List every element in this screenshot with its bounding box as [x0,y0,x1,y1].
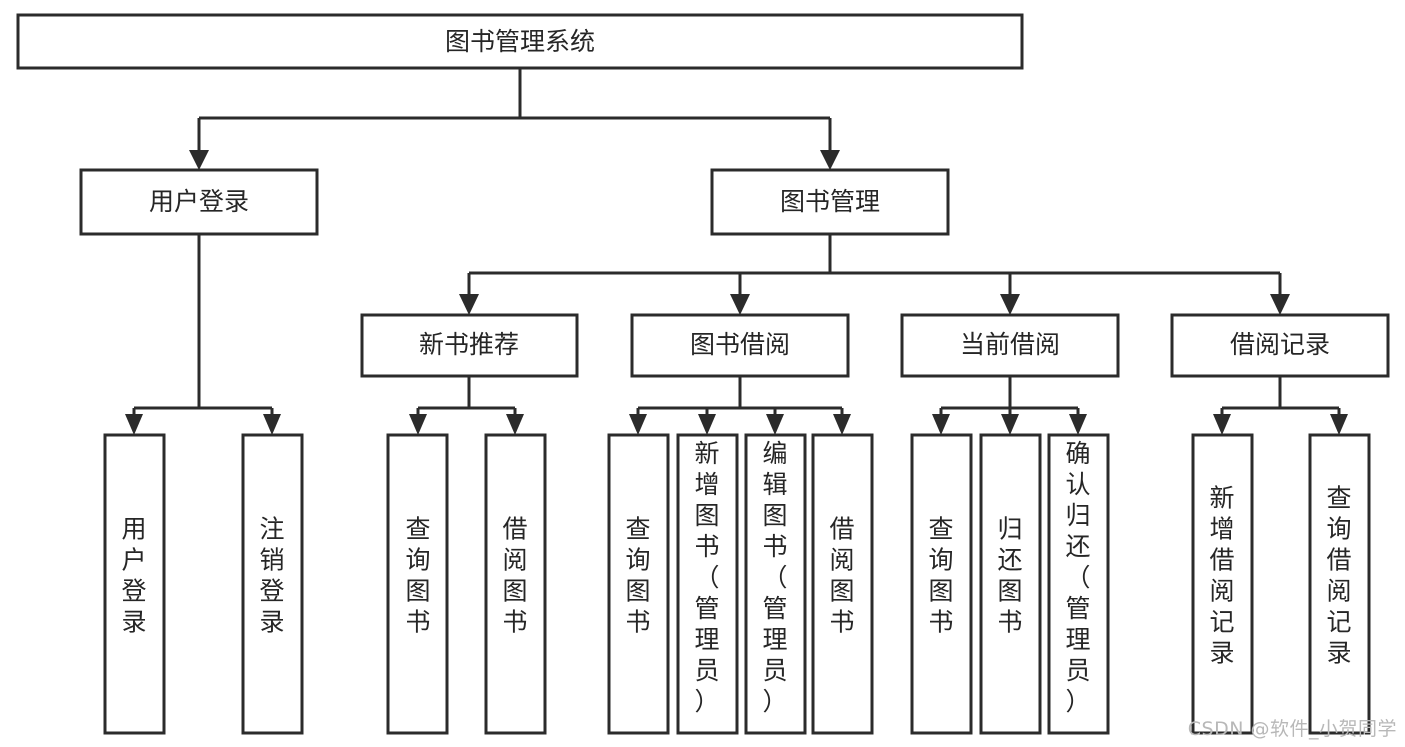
leaf-box[interactable] [676,433,739,735]
arrow-head-leaf-7 [833,414,851,435]
arrow-head-leaf-12 [1330,414,1348,435]
node-current-borrow[interactable]: 当前借阅 [900,313,1120,378]
connector-layer [125,68,1348,435]
node-user-login-box[interactable] [79,168,319,236]
arrow-head-leaf-6 [766,414,784,435]
arrow-head-leaf-0 [125,414,143,435]
leaf-label: 注销登录 [259,515,284,637]
leaf-node[interactable]: 用户登录 [103,433,166,735]
leaf-box[interactable] [1191,433,1254,735]
leaf-node[interactable]: 归还图书 [979,433,1042,735]
leaf-node[interactable]: 确认归还（管理员） [1047,433,1110,735]
arrow-head-leaf-3 [506,414,524,435]
leaf-node[interactable]: 新增借阅记录 [1191,433,1254,735]
arrow-head-leaf-5 [698,414,716,435]
leaf-label: 编辑图书（管理员） [762,439,787,716]
leaf-label: 用户登录 [121,515,146,637]
node-root-label: 图书管理系统 [445,27,595,56]
leaf-label: 新增借阅记录 [1209,484,1234,668]
leaf-node[interactable]: 新增图书（管理员） [676,433,739,735]
leaf-label: 查询图书 [928,515,953,637]
leaf-label: 查询图书 [405,515,430,637]
arrow-head-l3-0 [459,294,479,315]
leaf-box[interactable] [1047,433,1110,735]
leaf-box[interactable] [386,433,449,735]
node-book-management[interactable]: 图书管理 [710,168,950,236]
leaf-box[interactable] [103,433,166,735]
leaf-box[interactable] [607,433,670,735]
arrow-head-leaf-10 [1069,414,1087,435]
leaf-box[interactable] [979,433,1042,735]
leaf-node[interactable]: 查询图书 [386,433,449,735]
node-new-book-recommend[interactable]: 新书推荐 [360,313,579,378]
leaf-label: 借阅图书 [829,515,854,637]
leaf-box[interactable] [484,433,547,735]
leaf-node[interactable]: 借阅图书 [811,433,874,735]
leaf-node[interactable]: 注销登录 [241,433,304,735]
node-book-borrow-box[interactable] [630,313,850,378]
arrow-head-l2-0 [189,150,209,170]
node-current-borrow-label: 当前借阅 [960,330,1060,359]
arrow-head-leaf-1 [263,414,281,435]
leaf-box[interactable] [811,433,874,735]
leaf-node[interactable]: 查询图书 [910,433,973,735]
node-book-management-box[interactable] [710,168,950,236]
node-new-book-recommend-box[interactable] [360,313,579,378]
node-user-login[interactable]: 用户登录 [79,168,319,236]
leaf-label: 新增图书（管理员） [694,439,719,716]
node-new-book-recommend-label: 新书推荐 [419,330,519,359]
leaf-label: 归还图书 [997,515,1022,637]
leaf-box[interactable] [744,433,807,735]
node-book-management-label: 图书管理 [780,187,880,216]
leaf-box[interactable] [910,433,973,735]
arrow-head-leaf-2 [409,414,427,435]
arrow-head-leaf-9 [1001,414,1019,435]
node-book-borrow-label: 图书借阅 [690,330,790,359]
leaf-node[interactable]: 查询图书 [607,433,670,735]
node-borrow-record-label: 借阅记录 [1230,330,1330,359]
watermark: CSDN @软件_小贺同学 [1187,718,1397,740]
leaf-box[interactable] [241,433,304,735]
arrow-head-leaf-8 [932,414,950,435]
node-user-login-label: 用户登录 [149,187,249,216]
arrow-head-leaf-4 [629,414,647,435]
arrow-head-leaf-11 [1213,414,1231,435]
leaf-label: 确认归还（管理员） [1065,439,1090,716]
node-borrow-record[interactable]: 借阅记录 [1170,313,1390,378]
leaf-node[interactable]: 借阅图书 [484,433,547,735]
leaf-node[interactable]: 查询借阅记录 [1308,433,1371,735]
node-root-box[interactable] [16,13,1024,70]
arrow-head-l3-2 [1000,294,1020,315]
leaf-label: 查询借阅记录 [1326,484,1351,668]
arrow-head-l3-3 [1270,294,1290,315]
node-root[interactable]: 图书管理系统 [16,13,1024,70]
node-book-borrow[interactable]: 图书借阅 [630,313,850,378]
arrow-head-l3-1 [730,294,750,315]
leaf-label: 查询图书 [625,515,650,637]
arrow-head-l2-1 [820,150,840,170]
leaf-label: 借阅图书 [502,515,527,637]
leaf-box[interactable] [1308,433,1371,735]
node-borrow-record-box[interactable] [1170,313,1390,378]
node-current-borrow-box[interactable] [900,313,1120,378]
leaf-node[interactable]: 编辑图书（管理员） [744,433,807,735]
